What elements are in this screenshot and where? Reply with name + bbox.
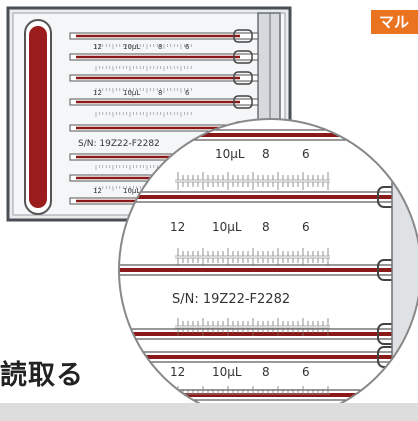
magnified-tick-scale	[175, 248, 330, 257]
device-scale-label-6b: 6	[185, 89, 190, 97]
device-channel-row	[69, 50, 259, 64]
channel-connector	[233, 71, 253, 85]
magnified-rail	[391, 119, 418, 421]
magnified-tick-scale	[175, 172, 330, 181]
magnified-tick-scale	[175, 386, 330, 395]
sample-reservoir	[29, 26, 47, 208]
channel-connector	[233, 50, 253, 64]
lens-scale-label-6b: 6	[302, 220, 310, 234]
device-scale-label-10ul: 10µL	[123, 43, 140, 51]
device-scale-label-10ul-c: 10µL	[123, 187, 140, 195]
device-channels	[69, 29, 259, 208]
lens-scale-label-10ul: 10µL	[215, 147, 245, 161]
device-scale-label-6: 6	[185, 43, 190, 51]
magnified-channel-row	[119, 323, 418, 345]
device-serial: S/N: 19Z22-F2282	[78, 139, 160, 149]
device-scale-label-8: 8	[158, 43, 162, 51]
magnified-tick-scale	[175, 327, 330, 336]
lens-scale-label-8: 8	[262, 147, 270, 161]
section-heading: 読取る	[0, 360, 84, 391]
lens-scale-label-6c: 6	[302, 365, 310, 379]
lens-scale-label-12c: 12	[170, 365, 185, 379]
device-tick-scale	[95, 44, 192, 49]
device-channel-row	[69, 95, 259, 109]
lens-scale-label-8b: 8	[262, 220, 270, 234]
channel-connector	[233, 29, 253, 43]
magnified-connector	[377, 384, 401, 406]
device-channel-row	[69, 71, 259, 85]
device-tick-scale	[95, 112, 192, 117]
device-scale-label-12c: 12	[93, 187, 102, 195]
channel-connector	[233, 95, 253, 109]
device-scale-label-12b: 12	[93, 89, 102, 97]
device-channel-row	[69, 29, 259, 43]
magnified-connector	[377, 124, 401, 146]
device-scale-label-10ul-b: 10µL	[123, 89, 140, 97]
device-scale-label-12: 12	[93, 43, 102, 51]
lens-scale-label-12: 12	[170, 220, 185, 234]
magnified-tick-scale	[175, 181, 330, 190]
lens-scale-label-8c: 8	[262, 365, 270, 379]
lens-scale-label-10ul-c: 10µL	[212, 365, 242, 379]
category-badge: マル	[371, 10, 418, 34]
magnified-tick-scale	[175, 257, 330, 266]
lens-scale-label-10ul-b: 10µL	[212, 220, 242, 234]
lens-serial: S/N: 19Z22-F2282	[172, 292, 290, 307]
lens-scale-label-6: 6	[302, 147, 310, 161]
magnified-tick-scale	[175, 318, 330, 327]
device-tick-scale	[95, 66, 192, 71]
device-scale-label-8b: 8	[158, 89, 162, 97]
magnifier-rim	[118, 118, 418, 421]
bottom-strip	[0, 403, 418, 421]
device-tick-scale	[95, 88, 192, 93]
